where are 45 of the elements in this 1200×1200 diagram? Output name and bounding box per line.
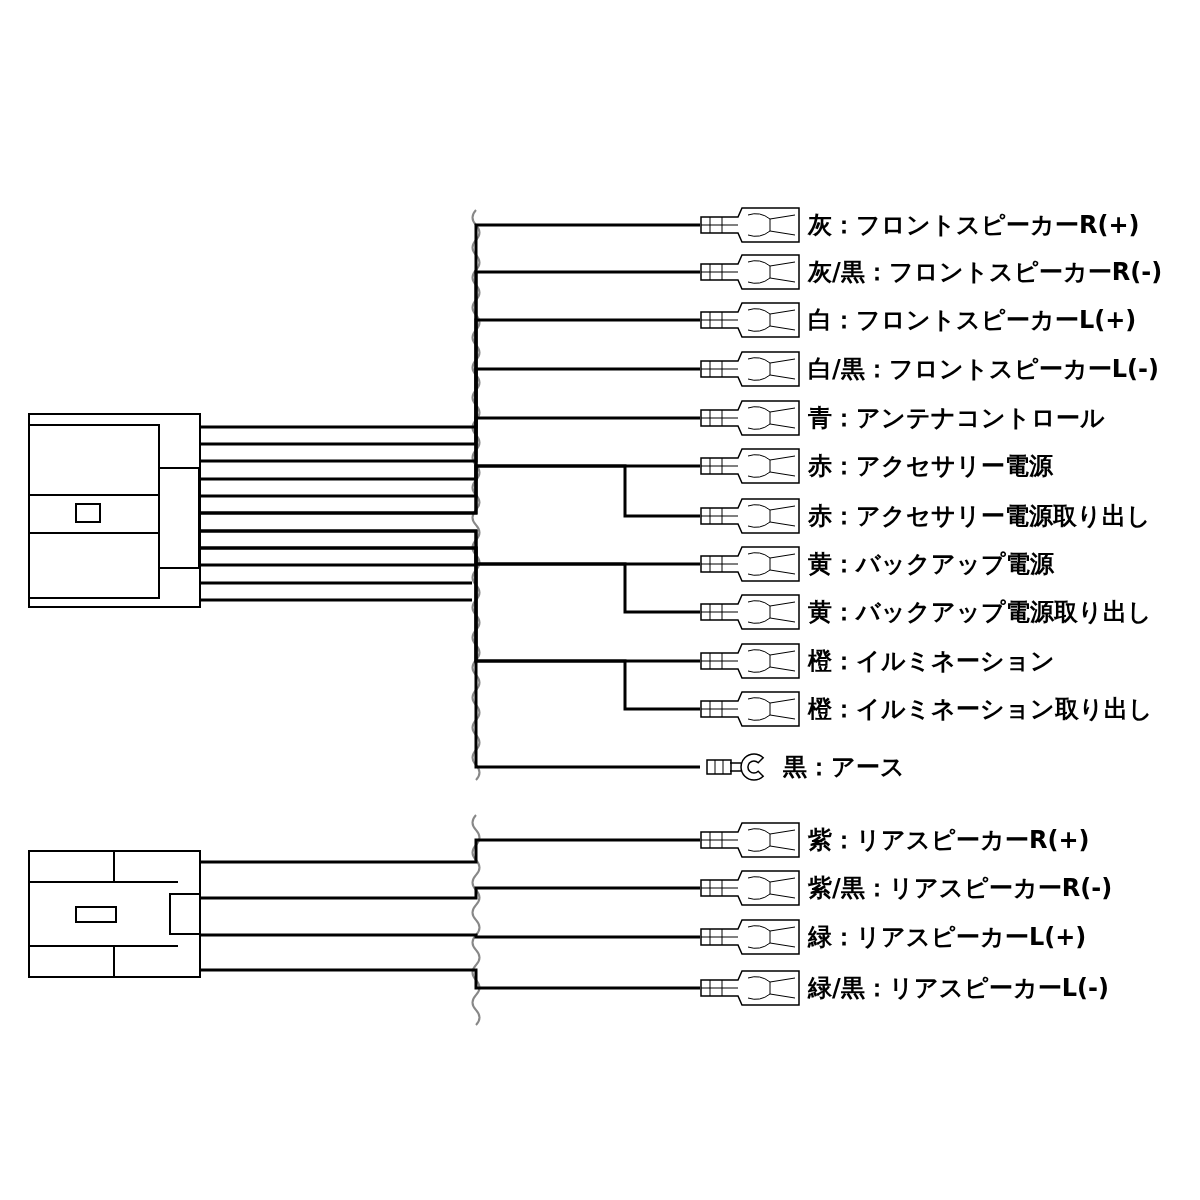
wire-label: 灰：フロントスピーカーR(+) <box>808 210 1140 240</box>
spade-terminal-drawing <box>700 302 800 338</box>
wire-label: 白/黒：フロントスピーカーL(-) <box>808 354 1159 384</box>
spade-terminal-drawing <box>700 400 800 436</box>
connector-plug-drawing <box>28 850 201 978</box>
wire <box>201 367 700 481</box>
wire-label: 白：フロントスピーカーL(+) <box>808 305 1137 335</box>
spade-terminal-drawing <box>700 207 800 243</box>
wire <box>201 416 700 498</box>
spade-terminal-drawing <box>700 970 800 1006</box>
spade-terminal-drawing <box>700 448 800 484</box>
wire-label: 赤：アクセサリー電源取り出し <box>808 501 1151 531</box>
wire <box>201 886 700 900</box>
wire-label: 黄：バックアップ電源取り出し <box>808 597 1152 627</box>
wire <box>201 270 700 446</box>
spade-terminal-drawing <box>700 254 800 290</box>
wire <box>201 933 700 939</box>
spade-terminal-drawing <box>700 546 800 582</box>
wire-label: 緑：リアスピーカーL(+) <box>808 922 1087 952</box>
wire-label: 橙：イルミネーション <box>808 646 1055 676</box>
wire-label: 赤：アクセサリー電源 <box>808 451 1053 481</box>
wire <box>201 223 700 429</box>
spade-terminal-drawing <box>700 594 800 630</box>
wire-label: 黒：アース <box>783 752 905 782</box>
wire <box>201 838 700 864</box>
spade-terminal-drawing <box>700 351 800 387</box>
wire <box>201 563 700 769</box>
spade-terminal-drawing <box>700 691 800 727</box>
connector-plug-drawing <box>28 413 201 608</box>
wire <box>201 546 700 711</box>
wire <box>201 968 700 990</box>
wire-label: 橙：イルミネーション取り出し <box>808 694 1153 724</box>
spade-terminal-drawing <box>700 643 800 679</box>
wire-label: 灰/黒：フロントスピーカーR(-) <box>808 257 1163 287</box>
spade-terminal-drawing <box>700 822 800 858</box>
wire-label: 紫/黒：リアスピーカーR(-) <box>808 873 1113 903</box>
wire-label: 緑/黒：リアスピーカーL(-) <box>808 973 1109 1003</box>
wire-label: 紫：リアスピーカーR(+) <box>808 825 1090 855</box>
wire-label: 黄：バックアップ電源 <box>808 549 1054 579</box>
spade-terminal-drawing <box>700 498 800 534</box>
wire <box>201 529 700 614</box>
spade-terminal-drawing <box>700 870 800 906</box>
spade-terminal-drawing <box>700 919 800 955</box>
wire <box>201 318 700 463</box>
wire-label: 青：アンテナコントロール <box>808 403 1105 433</box>
